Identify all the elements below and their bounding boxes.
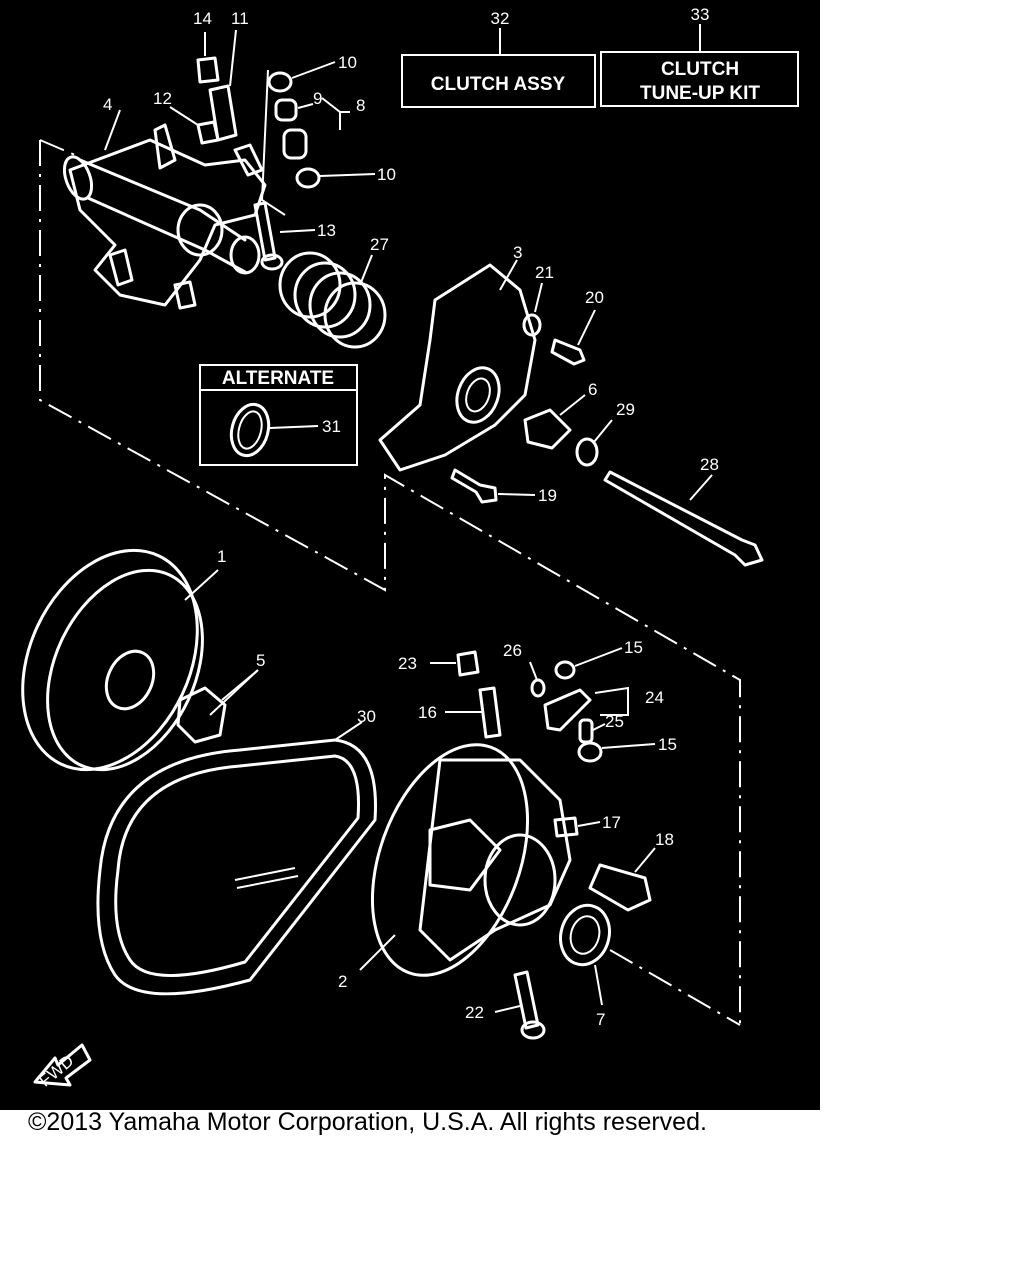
bushing-washer-bolt — [523, 394, 764, 567]
assembly-frame-lines — [39, 139, 741, 1026]
tune-up-kit-box: 33 CLUTCH TUNE-UP KIT — [600, 5, 799, 107]
callout-29: 29 — [616, 400, 635, 419]
callout-12: 12 — [153, 89, 172, 108]
callout-22: 22 — [465, 1003, 484, 1022]
callout-16: 16 — [418, 703, 437, 722]
callout-10b: 10 — [377, 165, 396, 184]
tune-up-kit-label-line2: TUNE-UP KIT — [640, 83, 760, 104]
part-5 — [176, 669, 259, 744]
callout-15b: 15 — [658, 735, 677, 754]
callout-24: 24 — [645, 688, 664, 707]
alternate-box: ALTERNATE 31 — [199, 364, 358, 466]
fixed-sheave-1 — [21, 548, 219, 772]
clutch-assy-label: CLUTCH ASSY — [431, 74, 566, 95]
clutch-assy-box: 32 CLUTCH ASSY — [401, 9, 596, 108]
callout-21: 21 — [535, 263, 554, 282]
callout-17: 17 — [602, 813, 621, 832]
callout-6: 6 — [588, 380, 597, 399]
callout-31: 31 — [322, 417, 341, 436]
callout-15: 15 — [624, 638, 643, 657]
secondary-small-parts — [430, 647, 656, 763]
callout-14: 14 — [193, 9, 212, 28]
part-19 — [450, 468, 536, 504]
movable-sheave-2 — [359, 743, 572, 977]
clutch-cover-3 — [378, 259, 537, 472]
callout-5: 5 — [256, 651, 265, 670]
callout-3: 3 — [513, 243, 522, 262]
clutch-assy-number: 32 — [491, 9, 510, 28]
callout-labels: 1 2 3 4 5 6 7 8 9 10 10 11 12 13 14 15 1… — [103, 9, 719, 1029]
callout-10: 10 — [338, 53, 357, 72]
callout-11: 11 — [231, 9, 249, 28]
callout-4: 4 — [103, 95, 112, 114]
clutch-parts-diagram: 32 CLUTCH ASSY 33 CLUTCH TUNE-UP KIT ALT… — [0, 0, 820, 1110]
callout-30: 30 — [357, 707, 376, 726]
callout-23: 23 — [398, 654, 417, 673]
callout-25: 25 — [605, 712, 624, 731]
drive-belt-30 — [96, 721, 377, 996]
callout-2: 2 — [338, 972, 347, 991]
roller-stack — [260, 61, 376, 216]
callout-19: 19 — [538, 486, 557, 505]
weight-pin-parts — [104, 29, 238, 151]
callout-28: 28 — [700, 455, 719, 474]
spring-27 — [278, 251, 387, 349]
tune-up-kit-number: 33 — [691, 5, 710, 24]
bolt-13 — [253, 201, 316, 271]
callout-9: 9 — [313, 89, 322, 108]
cover-fasteners — [522, 282, 596, 366]
alternate-label: ALTERNATE — [222, 368, 334, 389]
callout-1: 1 — [217, 547, 226, 566]
callout-7: 7 — [596, 1010, 605, 1029]
primary-clutch-spider — [62, 123, 267, 310]
secondary-hardware — [494, 816, 656, 1040]
callout-13: 13 — [317, 221, 336, 240]
callout-20: 20 — [585, 288, 604, 307]
tune-up-kit-label-line1: CLUTCH — [661, 59, 739, 80]
callout-26: 26 — [503, 641, 522, 660]
callout-18: 18 — [655, 830, 674, 849]
callout-8: 8 — [356, 96, 365, 115]
copyright-notice: ©2013 Yamaha Motor Corporation, U.S.A. A… — [28, 1108, 707, 1136]
callout-27: 27 — [370, 235, 389, 254]
forward-arrow-icon: FWD — [33, 1043, 92, 1091]
